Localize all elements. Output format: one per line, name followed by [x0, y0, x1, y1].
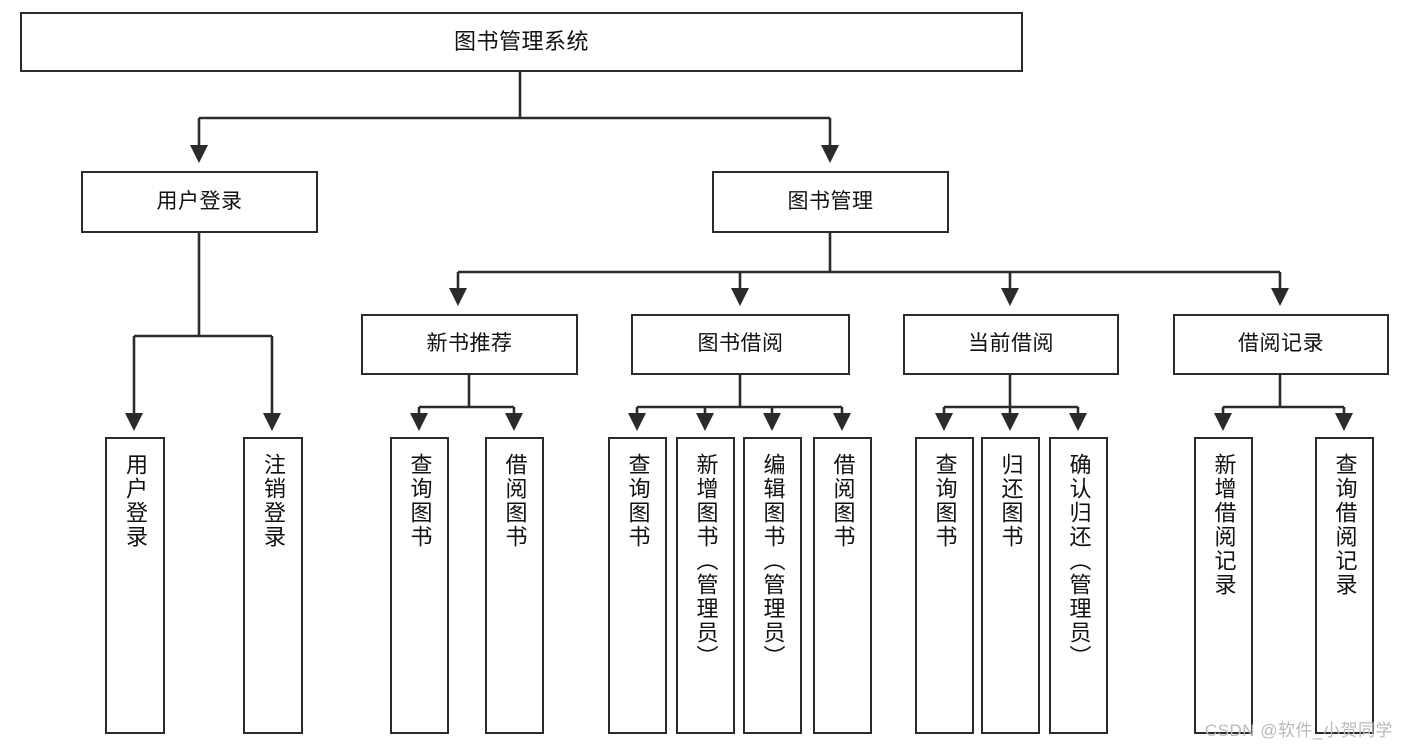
- node-label: 归还图书: [998, 453, 1024, 549]
- node-label: 注销登录: [260, 453, 286, 549]
- node-leaf-query-book-1[interactable]: 查询图书: [390, 437, 449, 734]
- node-book-borrow[interactable]: 图书借阅: [631, 314, 850, 375]
- watermark: CSDN @软件_小贺同学: [1204, 721, 1393, 740]
- node-label: 查询图书: [625, 453, 651, 549]
- node-leaf-query-record[interactable]: 查询借阅记录: [1315, 437, 1374, 734]
- node-leaf-query-book-3[interactable]: 查询图书: [915, 437, 974, 734]
- node-book-management-system[interactable]: 图书管理系统: [20, 12, 1023, 72]
- node-leaf-return-book[interactable]: 归还图书: [981, 437, 1040, 734]
- node-label: 查询图书: [407, 453, 433, 549]
- node-label: 借阅记录: [1238, 332, 1324, 356]
- node-label: 新书推荐: [426, 332, 513, 356]
- node-label: 借阅图书: [502, 453, 528, 549]
- node-label: 图书管理系统: [453, 29, 589, 55]
- node-leaf-borrow-book-1[interactable]: 借阅图书: [485, 437, 544, 734]
- node-leaf-add-book[interactable]: 新增图书（管理员）: [676, 437, 735, 734]
- node-current-borrow[interactable]: 当前借阅: [903, 314, 1119, 375]
- node-leaf-user-login[interactable]: 用户登录: [105, 437, 165, 734]
- node-label: 查询图书: [932, 453, 958, 549]
- node-label: 当前借阅: [968, 332, 1054, 356]
- node-user-login[interactable]: 用户登录: [81, 171, 318, 233]
- node-label: 确认归还（管理员）: [1066, 453, 1092, 669]
- node-leaf-logout-login[interactable]: 注销登录: [243, 437, 303, 734]
- node-label: 借阅图书: [830, 453, 856, 549]
- node-leaf-borrow-book-2[interactable]: 借阅图书: [813, 437, 872, 734]
- node-label: 用户登录: [122, 453, 148, 549]
- node-label: 图书管理: [787, 189, 874, 213]
- node-label: 新增借阅记录: [1211, 453, 1237, 597]
- node-new-book-recommend[interactable]: 新书推荐: [361, 314, 578, 375]
- node-borrow-record[interactable]: 借阅记录: [1173, 314, 1389, 375]
- node-label: 图书借阅: [697, 332, 784, 356]
- node-leaf-edit-book[interactable]: 编辑图书（管理员）: [743, 437, 802, 734]
- node-leaf-confirm-return[interactable]: 确认归还（管理员）: [1049, 437, 1108, 734]
- node-leaf-query-book-2[interactable]: 查询图书: [608, 437, 667, 734]
- node-leaf-add-record[interactable]: 新增借阅记录: [1194, 437, 1253, 734]
- node-label: 用户登录: [156, 189, 243, 213]
- node-book-management[interactable]: 图书管理: [712, 171, 949, 233]
- node-label: 查询借阅记录: [1332, 453, 1358, 597]
- node-label: 编辑图书（管理员）: [760, 453, 786, 669]
- node-label: 新增图书（管理员）: [693, 453, 719, 669]
